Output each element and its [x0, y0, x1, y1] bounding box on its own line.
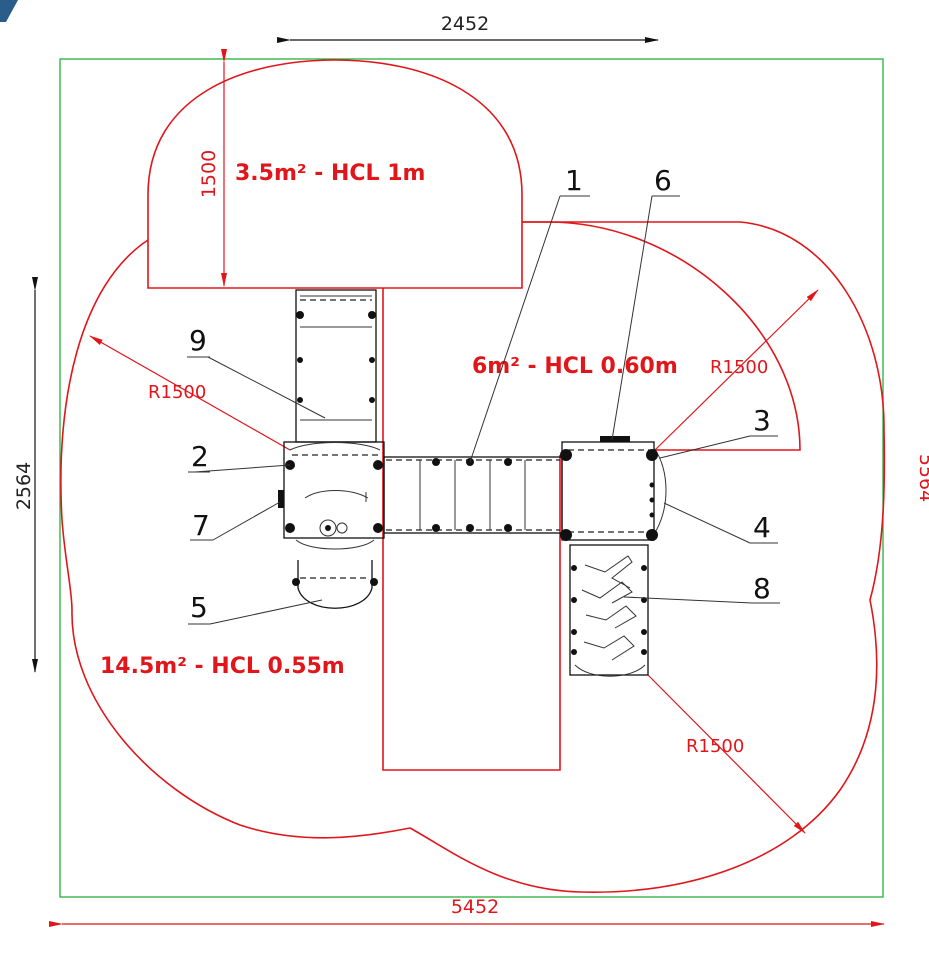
top-zone-height-label: 1500 [198, 150, 220, 198]
left-radius-line [89, 335, 291, 451]
right-top-radius-line [654, 289, 819, 451]
right-top-radius-label: R1500 [710, 357, 768, 378]
callout-6: 6 [611, 164, 680, 441]
corner-mark [0, 0, 18, 22]
left-dimension-label: 2564 [13, 462, 35, 510]
right-top-quarter-zone [522, 221, 801, 451]
callout-8: 8 [623, 572, 780, 605]
left-right-safety-zone [60, 221, 886, 893]
site-boundary [59, 58, 884, 898]
callout-9: 9 [187, 324, 326, 419]
callout-5: 5 [188, 591, 323, 625]
callout-4: 4 [663, 502, 778, 544]
callout-7: 7 [190, 501, 281, 542]
top-safety-zone [147, 59, 523, 289]
center-zone [382, 288, 561, 771]
svg-text:9: 9 [189, 324, 207, 357]
svg-text:3: 3 [753, 404, 771, 437]
right-bottom-radius-line [647, 674, 806, 834]
top-dimension-label: 2452 [441, 13, 489, 35]
svg-text:5: 5 [190, 591, 208, 624]
svg-text:1: 1 [565, 164, 583, 197]
left-radius-label: R1500 [148, 382, 206, 403]
left-zone-label: 14.5m² - HCL 0.55m [100, 654, 345, 679]
callout-2: 2 [188, 440, 291, 473]
play-equipment [278, 289, 667, 677]
svg-text:6: 6 [654, 164, 672, 197]
bottom-dimension-label: 5452 [451, 896, 499, 918]
callout-1: 1 [469, 164, 590, 463]
right-bottom-radius-label: R1500 [686, 736, 744, 757]
svg-text:7: 7 [192, 509, 210, 542]
right-zone-label: 6m² - HCL 0.60m [472, 354, 678, 379]
top-zone-label: 3.5m² - HCL 1m [235, 161, 425, 186]
svg-text:2: 2 [191, 440, 209, 473]
callout-3: 3 [659, 404, 778, 459]
svg-text:4: 4 [753, 511, 771, 544]
svg-text:8: 8 [753, 572, 771, 605]
right-dimension-label: 5564 [915, 454, 929, 502]
